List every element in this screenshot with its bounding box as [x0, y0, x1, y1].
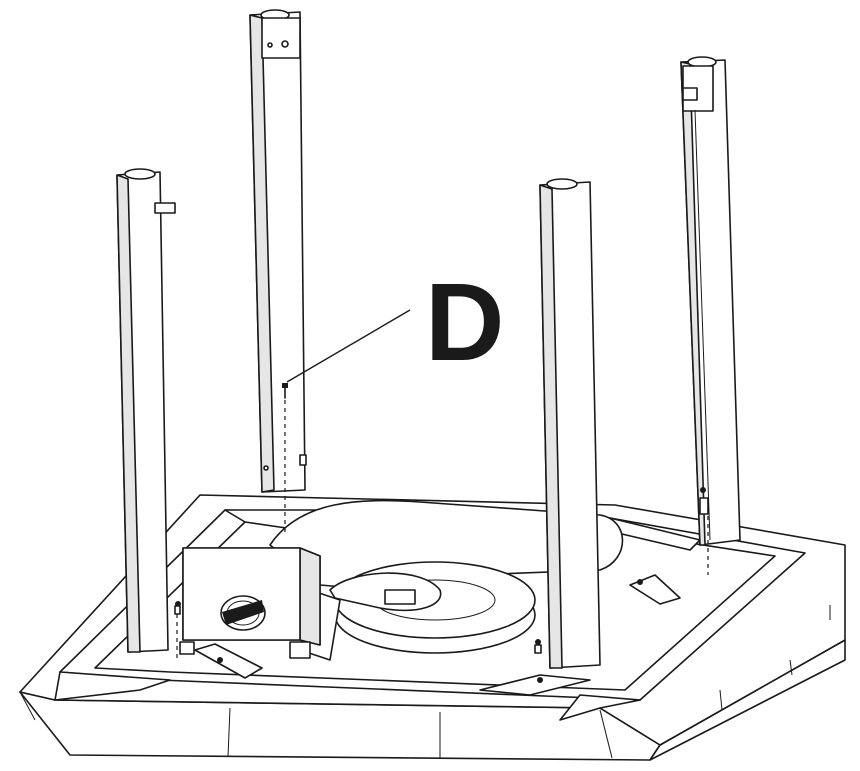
leg-front-left [116, 168, 181, 660]
callout-d: D [286, 261, 504, 384]
callout-leader-line [286, 309, 411, 383]
screw-d-icon [282, 383, 288, 399]
leg-back-left [249, 9, 307, 532]
callout-label: D [425, 261, 504, 384]
corner-gusset-front-right [559, 694, 641, 721]
leg-back-right [680, 56, 741, 575]
control-knob-icon [220, 595, 266, 631]
corner-gusset-front-left [54, 671, 171, 701]
leg-front-right [534, 178, 601, 669]
mounting-pads [194, 574, 681, 696]
control-box [179, 547, 321, 659]
